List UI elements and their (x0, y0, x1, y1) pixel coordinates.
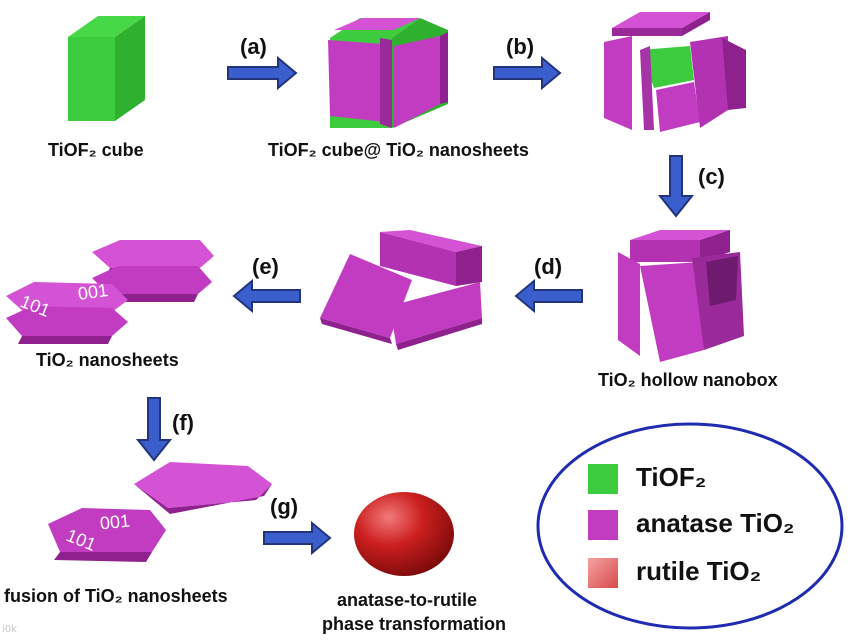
arrow-d (514, 278, 583, 314)
arrow-e (232, 278, 301, 314)
unfolded-nanosheets (320, 230, 482, 350)
label-nanosheets: TiO₂ nanosheets (36, 350, 179, 370)
step-c-label: (c) (698, 164, 725, 189)
label-phase-line1: anatase-to-rutile (336, 590, 478, 610)
hollow-nanobox (618, 230, 744, 362)
step-d-label: (d) (534, 254, 563, 279)
arrow-a (227, 55, 298, 91)
fused-facet-label-001: 001 (98, 510, 131, 534)
label-hollow-nanobox: TiO₂ hollow nanobox (598, 370, 778, 390)
step-g-label: (g) (270, 494, 299, 519)
legend-swatch-anatase (588, 510, 618, 540)
legend-label-anatase: anatase TiO₂ (636, 508, 795, 538)
rutile-particle (354, 492, 454, 576)
step-f-label: (f) (172, 410, 194, 435)
label-cube-at-nanosheets: TiOF₂ cube@ TiO₂ nanosheets (268, 140, 529, 160)
label-phase-line2: phase transformation (322, 614, 507, 634)
cube-with-nanosheets (328, 18, 448, 128)
facet-label-001: 001 (76, 280, 110, 304)
legend-swatch-rutile (588, 558, 618, 588)
etched-box (604, 12, 746, 132)
stacked-nanosheets (6, 240, 214, 344)
arrow-b (493, 55, 562, 91)
step-e-label: (e) (252, 254, 279, 279)
step-a-label: (a) (240, 34, 267, 59)
legend-label-tiof2: TiOF₂ (636, 462, 707, 492)
label-tiof2-cube: TiOF₂ cube (48, 140, 144, 160)
fused-nanosheets (48, 462, 272, 562)
corner-watermark: i0k (2, 624, 17, 635)
step-b-label: (b) (506, 34, 535, 59)
label-fusion: fusion of TiO₂ nanosheets (4, 586, 228, 606)
legend-swatch-tiof2 (588, 464, 618, 494)
legend-label-rutile: rutile TiO₂ (636, 556, 762, 586)
arrow-g (263, 520, 332, 556)
arrow-f (135, 397, 173, 462)
tiof2-cube (68, 16, 145, 121)
arrow-c (657, 155, 695, 218)
